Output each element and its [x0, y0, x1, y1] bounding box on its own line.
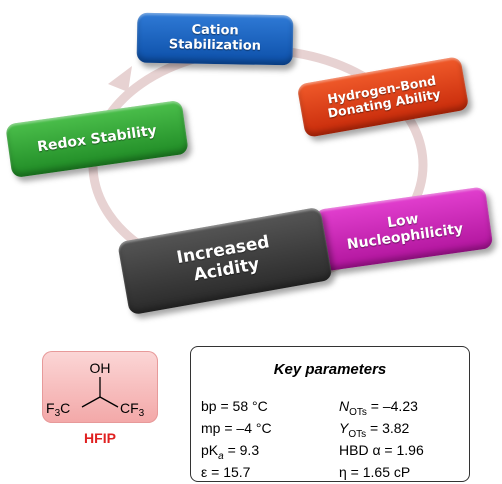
- hfip-oh-label: OH: [90, 360, 111, 376]
- cycle-arrowhead: [108, 66, 132, 92]
- param-hbd-alpha: HBD α = 1.96: [339, 442, 424, 458]
- key-parameters-panel: Key parameters bp = 58 °C mp = –4 °C pKa…: [190, 346, 470, 482]
- hfip-name-label: HFIP: [84, 430, 116, 446]
- hfip-structure: OH F3C CF3: [42, 351, 158, 423]
- param-n-ots: NOTs = –4.23: [339, 398, 418, 418]
- hfip-structure-drawing: OH F3C CF3: [46, 360, 145, 419]
- hfip-left-group: F3C: [46, 400, 70, 419]
- param-y-ots: YOTs = 3.82: [339, 420, 410, 440]
- hfip-right-group: CF3: [120, 400, 145, 419]
- param-bp: bp = 58 °C: [201, 398, 268, 414]
- param-epsilon: ε = 15.7: [201, 464, 251, 480]
- param-pka: pKa = 9.3: [201, 442, 260, 462]
- param-viscosity: η = 1.65 cP: [339, 464, 411, 480]
- params-left-column: bp = 58 °C mp = –4 °C pKa = 9.3 ε = 15.7: [201, 395, 272, 483]
- cation-stabilization-block: Cation Stabilization: [136, 12, 294, 66]
- key-parameters-title: Key parameters: [273, 361, 387, 378]
- param-mp: mp = –4 °C: [201, 420, 272, 436]
- params-right-column: NOTs = –4.23 YOTs = 3.82 HBD α = 1.96 η …: [339, 395, 424, 483]
